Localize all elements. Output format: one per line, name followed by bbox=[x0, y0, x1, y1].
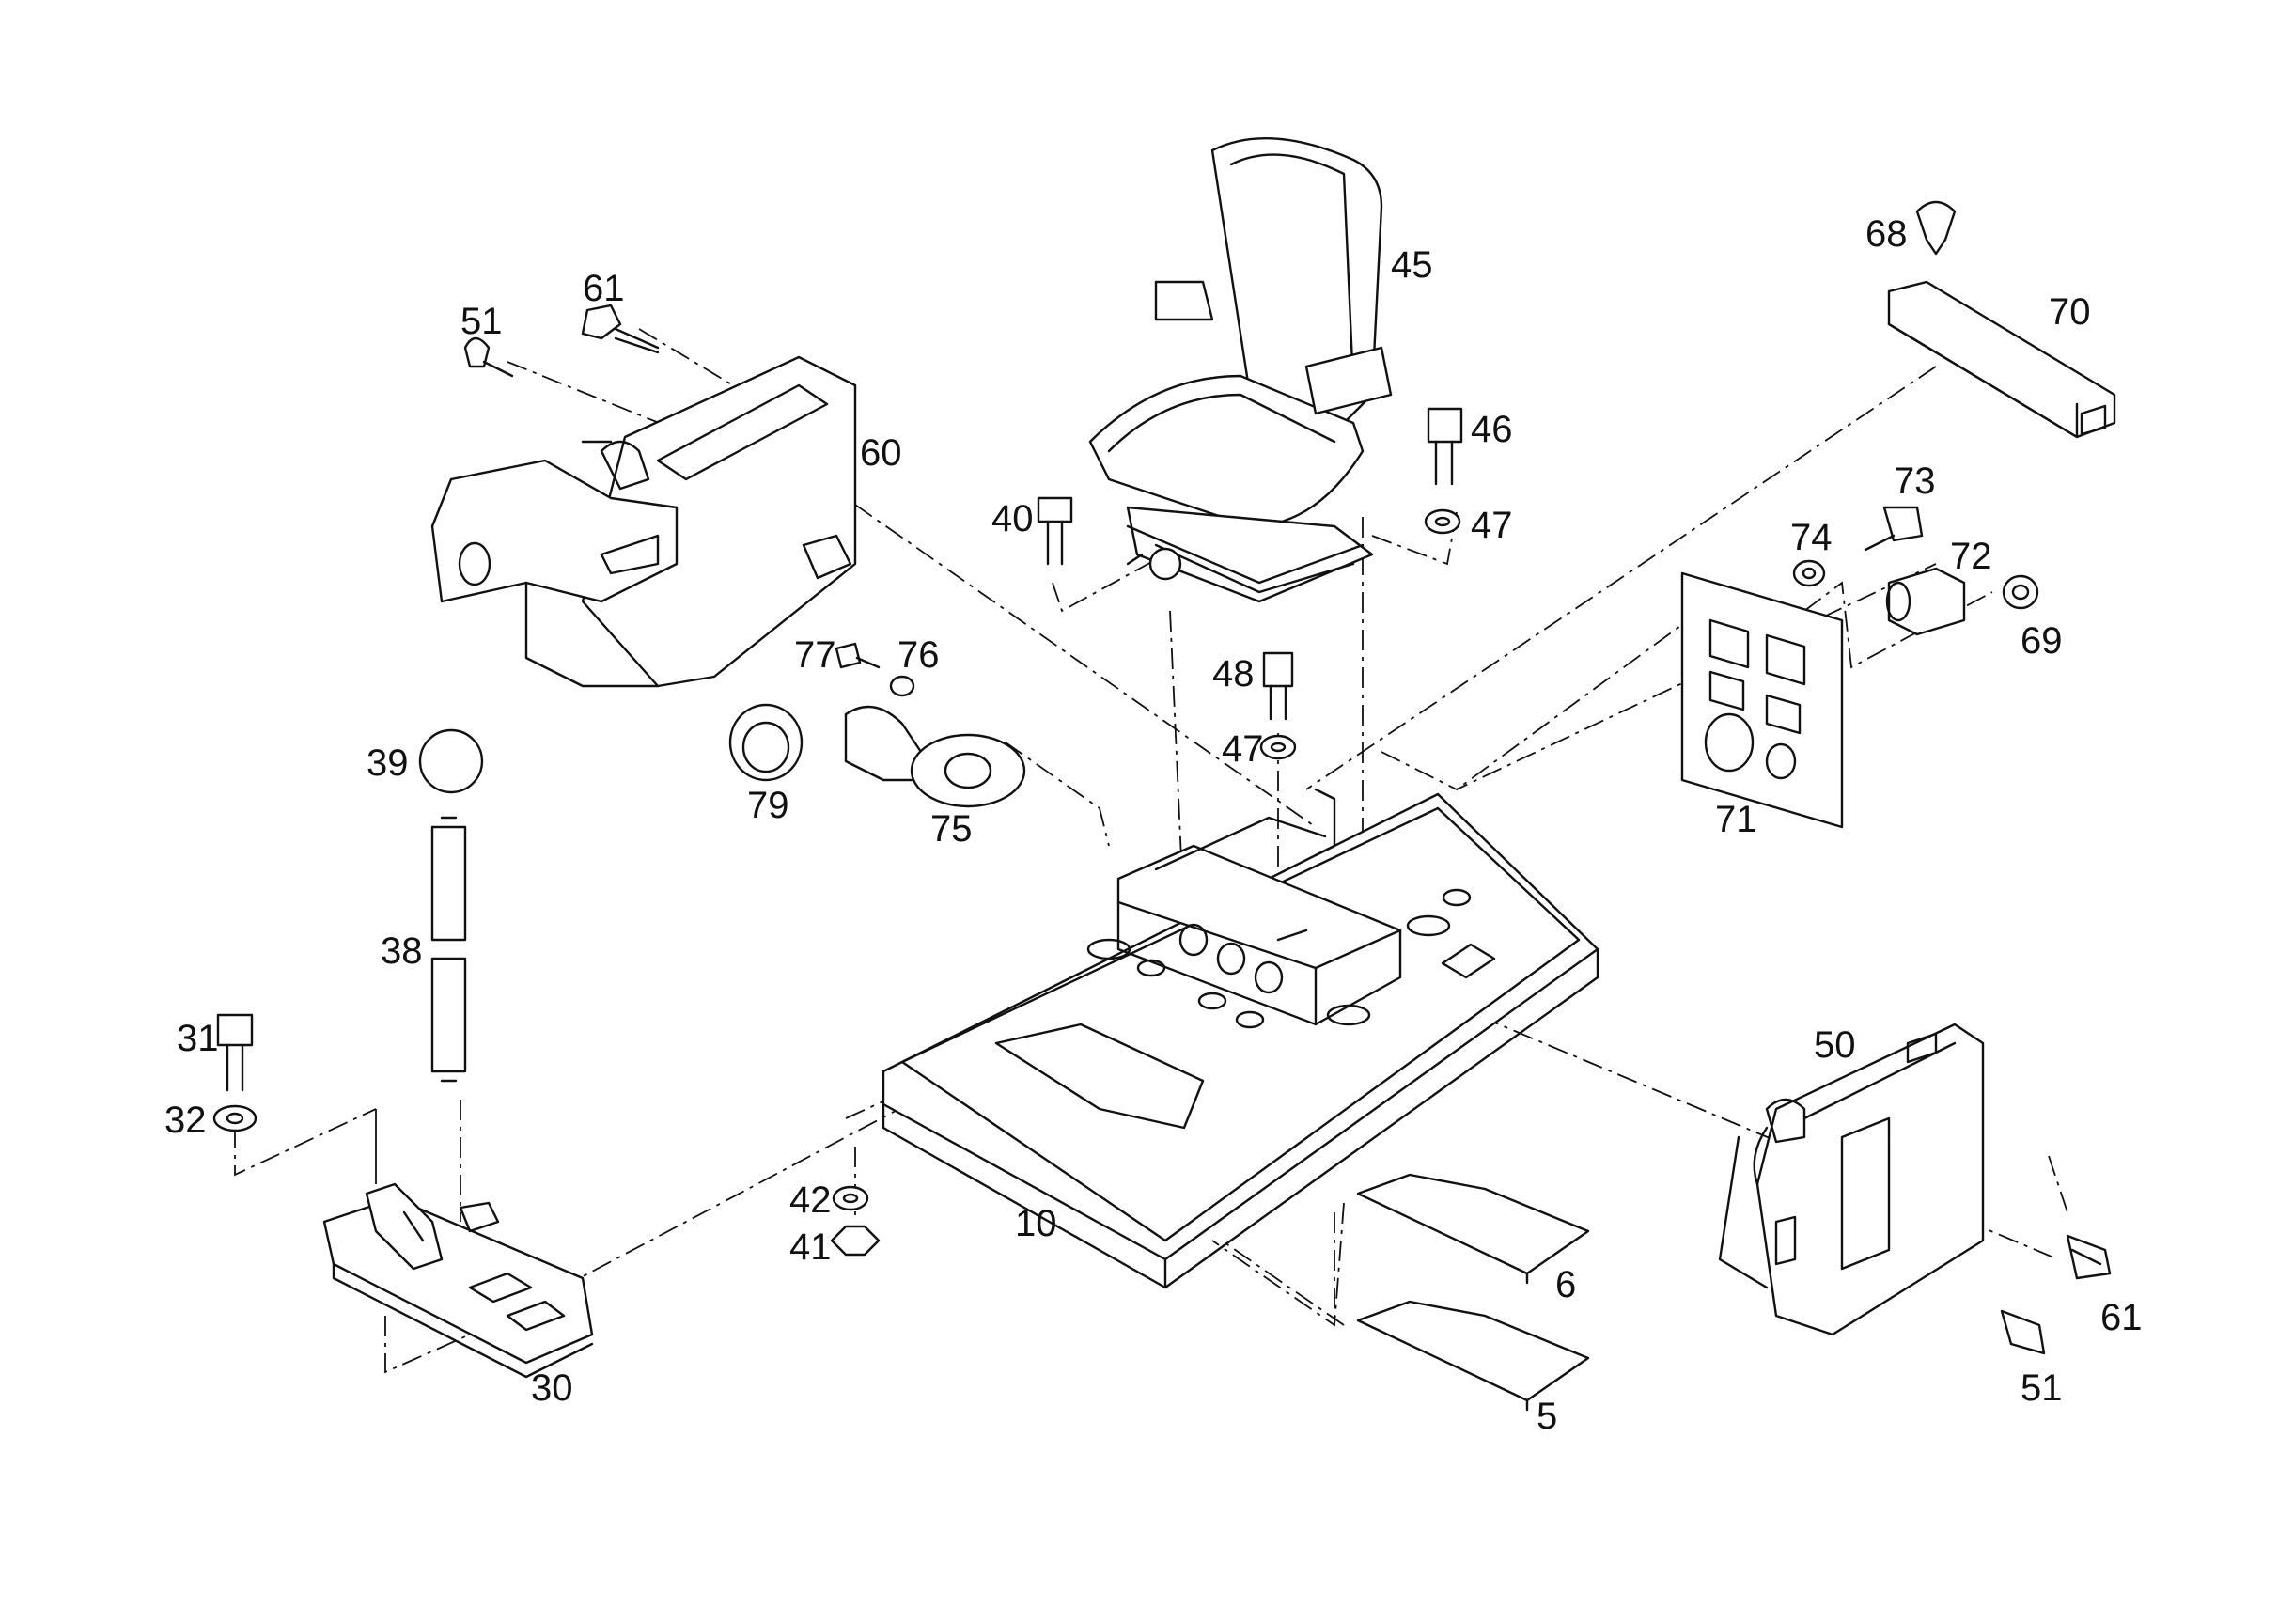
callout-50: 50 bbox=[1814, 1024, 1856, 1066]
callout-74: 74 bbox=[1790, 517, 1833, 558]
callout-61-bottom: 61 bbox=[2100, 1297, 2143, 1338]
callout-69: 69 bbox=[2021, 620, 2063, 662]
callout-75: 75 bbox=[930, 808, 973, 850]
callout-32: 32 bbox=[164, 1100, 207, 1141]
callout-30: 30 bbox=[531, 1367, 573, 1409]
pedal-plate bbox=[322, 1182, 594, 1379]
callout-73: 73 bbox=[1894, 461, 1936, 502]
left-console bbox=[430, 355, 857, 688]
base-plate bbox=[882, 788, 1599, 1289]
callout-10: 10 bbox=[1015, 1203, 1057, 1244]
right-console bbox=[1718, 1023, 1985, 1336]
callout-5: 5 bbox=[1537, 1396, 1557, 1437]
callout-70: 70 bbox=[2049, 291, 2091, 333]
callout-40: 40 bbox=[991, 498, 1034, 539]
callout-68: 68 bbox=[1865, 213, 1908, 255]
callout-79: 79 bbox=[747, 785, 789, 826]
callout-51-top: 51 bbox=[460, 301, 503, 342]
callout-42: 42 bbox=[789, 1179, 832, 1221]
callout-31: 31 bbox=[177, 1018, 219, 1059]
callout-61-top: 61 bbox=[583, 268, 625, 309]
callout-47-upper: 47 bbox=[1471, 505, 1513, 546]
callout-labels: 5 6 10 30 31 32 38 39 40 41 42 45 46 47 … bbox=[164, 213, 2143, 1437]
callout-77: 77 bbox=[794, 634, 836, 676]
small-parts bbox=[212, 200, 2116, 1412]
callout-76: 76 bbox=[897, 634, 940, 676]
callout-41: 41 bbox=[789, 1226, 832, 1268]
leader-lines bbox=[234, 328, 2068, 1374]
callout-39: 39 bbox=[367, 742, 409, 784]
callout-51-bottom: 51 bbox=[2021, 1367, 2063, 1409]
callout-38: 38 bbox=[381, 930, 423, 972]
callout-47-lower: 47 bbox=[1222, 728, 1264, 770]
callout-72: 72 bbox=[1950, 536, 1992, 577]
callout-46: 46 bbox=[1471, 409, 1513, 450]
callout-71: 71 bbox=[1715, 799, 1757, 840]
callout-6: 6 bbox=[1555, 1264, 1576, 1305]
callout-60: 60 bbox=[860, 432, 902, 474]
seat-assembly bbox=[1088, 137, 1393, 603]
callout-45: 45 bbox=[1391, 244, 1433, 286]
callout-48: 48 bbox=[1212, 653, 1255, 695]
